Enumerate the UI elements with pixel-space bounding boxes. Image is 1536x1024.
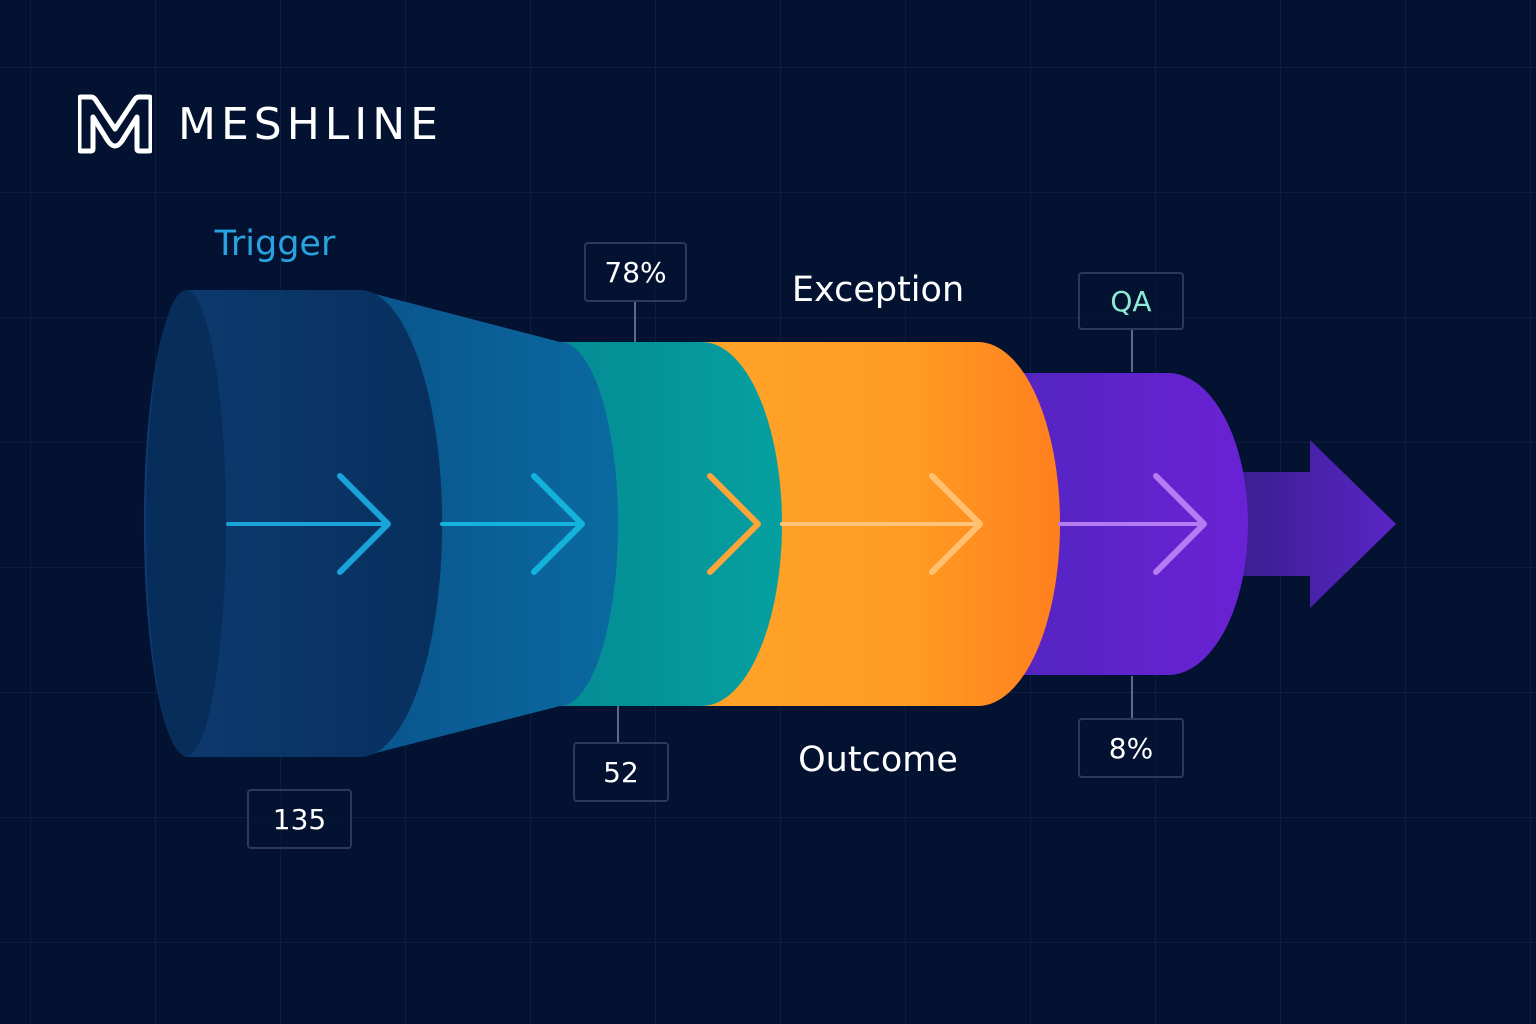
stage-label-exception: Exception — [791, 270, 965, 310]
callout-value: 135 — [272, 802, 327, 836]
flow-arrow-blue — [440, 473, 585, 575]
brand-name: MESHLINE — [178, 98, 443, 150]
callout-box: 8% — [1078, 718, 1184, 778]
callout-box: 78% — [584, 242, 687, 302]
flow-arrow-trigger — [226, 473, 391, 575]
flow-exit-arrow — [1238, 440, 1396, 608]
flow-arrow-teal — [616, 473, 761, 575]
brand-header: MESHLINE — [78, 92, 443, 156]
callout-box: 135 — [247, 789, 352, 849]
m-wave-logo-icon — [78, 94, 152, 154]
stage-label-trigger: Trigger — [214, 224, 336, 264]
callout-value: 78% — [604, 255, 667, 289]
callout-value: QA — [1110, 284, 1152, 318]
callout-value: 8% — [1108, 731, 1154, 765]
stage-label-outcome: Outcome — [798, 740, 958, 780]
flow-arrow-orange — [780, 473, 983, 575]
callout-box: QA — [1078, 272, 1184, 330]
trigger-opening — [146, 290, 226, 756]
callout-box: 52 — [573, 742, 669, 802]
callout-value: 52 — [603, 755, 639, 789]
flow-arrow-purple — [1058, 473, 1207, 575]
